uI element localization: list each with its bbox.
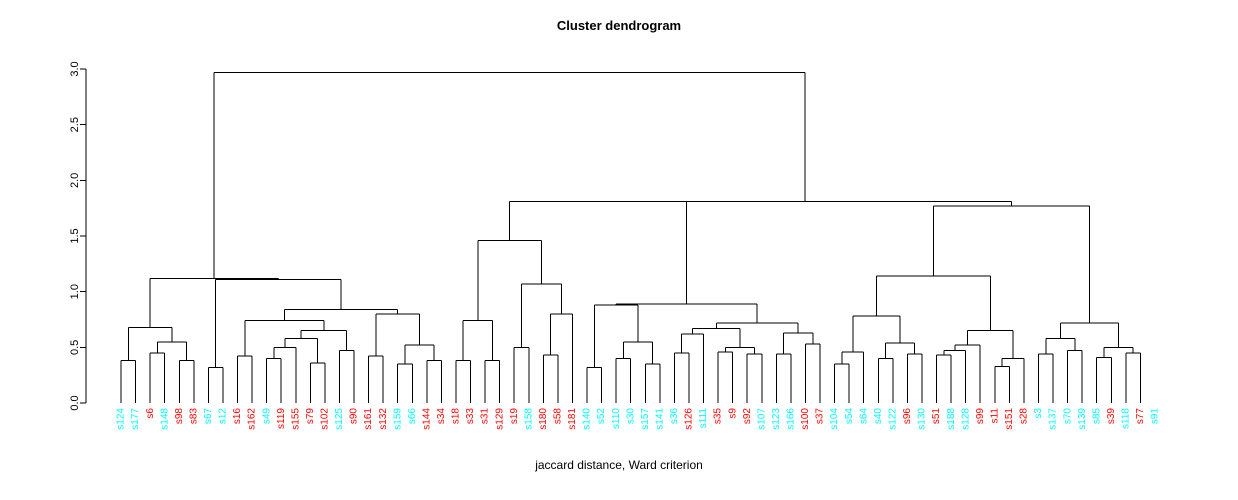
leaf-label: s144	[421, 408, 432, 430]
leaf-label: s12	[218, 408, 229, 425]
leaf-label: s111	[698, 408, 709, 429]
leaf-label: s54	[844, 408, 855, 425]
leaf-label: s58	[553, 408, 564, 425]
leaf-label: s125	[334, 408, 345, 430]
leaf-label: s9	[727, 408, 738, 419]
leaf-label: s188	[946, 408, 957, 430]
leaf-label: s181	[567, 408, 578, 430]
leaf-label: s79	[305, 408, 316, 425]
leaf-label: s126	[684, 408, 695, 430]
leaf-label: s91	[1150, 408, 1161, 425]
leaf-label: s122	[887, 408, 898, 430]
svg-text:0.5: 0.5	[69, 340, 81, 355]
svg-text:3.0: 3.0	[69, 61, 81, 76]
leaf-label: s129	[494, 408, 505, 430]
leaf-label: s70	[1062, 408, 1073, 425]
svg-text:2.0: 2.0	[69, 173, 81, 188]
svg-text:2.5: 2.5	[69, 117, 81, 132]
leaf-label: s49	[261, 408, 272, 425]
leaf-label: s137	[1048, 408, 1059, 430]
leaf-label: s100	[800, 408, 811, 430]
leaf-label: s51	[931, 408, 942, 425]
svg-text:0.0: 0.0	[69, 395, 81, 410]
leaf-label: s180	[538, 408, 549, 430]
leaf-label: s30	[625, 408, 636, 425]
leaf-label: s3	[1033, 408, 1044, 419]
leaf-label: s107	[756, 408, 767, 430]
leaf-label: s66	[407, 408, 418, 425]
leaf-label: s40	[873, 408, 884, 425]
leaf-label: s64	[858, 408, 869, 425]
leaf-label: s11	[989, 408, 1000, 424]
leaf-label: s6	[145, 408, 156, 419]
leaf-label: s155	[290, 408, 301, 430]
svg-text:1.5: 1.5	[69, 228, 81, 243]
leaf-label: s52	[596, 408, 607, 425]
leaf-label: s148	[159, 408, 170, 430]
leaf-label: s33	[465, 408, 476, 425]
leaf-label: s31	[480, 408, 491, 425]
leaf-label: s34	[436, 408, 447, 425]
leaf-label: s99	[975, 408, 986, 425]
leaf-label: s118	[1121, 408, 1132, 429]
leaf-label: s177	[130, 408, 141, 430]
dendrogram-branches	[120, 71, 1141, 403]
leaf-label: s83	[188, 408, 199, 425]
leaf-label: s132	[378, 408, 389, 430]
leaf-label: s119	[276, 408, 287, 429]
leaf-label: s104	[829, 408, 840, 430]
leaf-label: s141	[654, 408, 665, 430]
leaf-label: s36	[669, 408, 680, 425]
y-axis: 0.0 0.5 1.0 1.5 2.0 2.5 3.0	[69, 61, 87, 411]
leaf-label: s140	[582, 408, 593, 430]
leaf-label: s166	[786, 408, 797, 430]
leaf-label: s77	[1135, 408, 1146, 425]
leaf-label: s35	[713, 408, 724, 425]
leaf-label: s39	[1106, 408, 1117, 425]
leaf-label: s110	[611, 408, 622, 429]
leaf-label: s16	[232, 408, 243, 425]
leaf-label: s19	[509, 408, 520, 425]
leaf-label: s139	[1077, 408, 1088, 430]
x-axis-label: jaccard distance, Ward criterion	[535, 458, 703, 472]
leaf-label: s151	[1004, 408, 1015, 430]
leaf-label: s128	[960, 408, 971, 430]
leaf-label: s98	[174, 408, 185, 425]
page-title: Cluster dendrogram	[556, 18, 682, 33]
leaf-label: s157	[640, 408, 651, 430]
leaf-label: s159	[392, 408, 403, 430]
leaf-label: s102	[320, 408, 331, 430]
leaf-label: s37	[815, 408, 826, 425]
leaf-label: s158	[523, 408, 534, 430]
leaf-label: s90	[349, 408, 360, 425]
leaf-label: s67	[203, 408, 214, 425]
leaf-label: s162	[247, 408, 258, 430]
leaf-label: s123	[771, 408, 782, 430]
svg-text:1.0: 1.0	[69, 284, 81, 299]
leaf-label: s18	[451, 408, 462, 425]
leaf-label: s124	[116, 408, 127, 430]
leaf-label: s130	[917, 408, 928, 430]
leaf-label: s96	[902, 408, 913, 425]
leaf-label: s92	[742, 408, 753, 425]
leaf-label: s28	[1019, 408, 1030, 425]
leaf-label: s161	[363, 408, 374, 430]
leaf-label: s85	[1091, 408, 1102, 425]
